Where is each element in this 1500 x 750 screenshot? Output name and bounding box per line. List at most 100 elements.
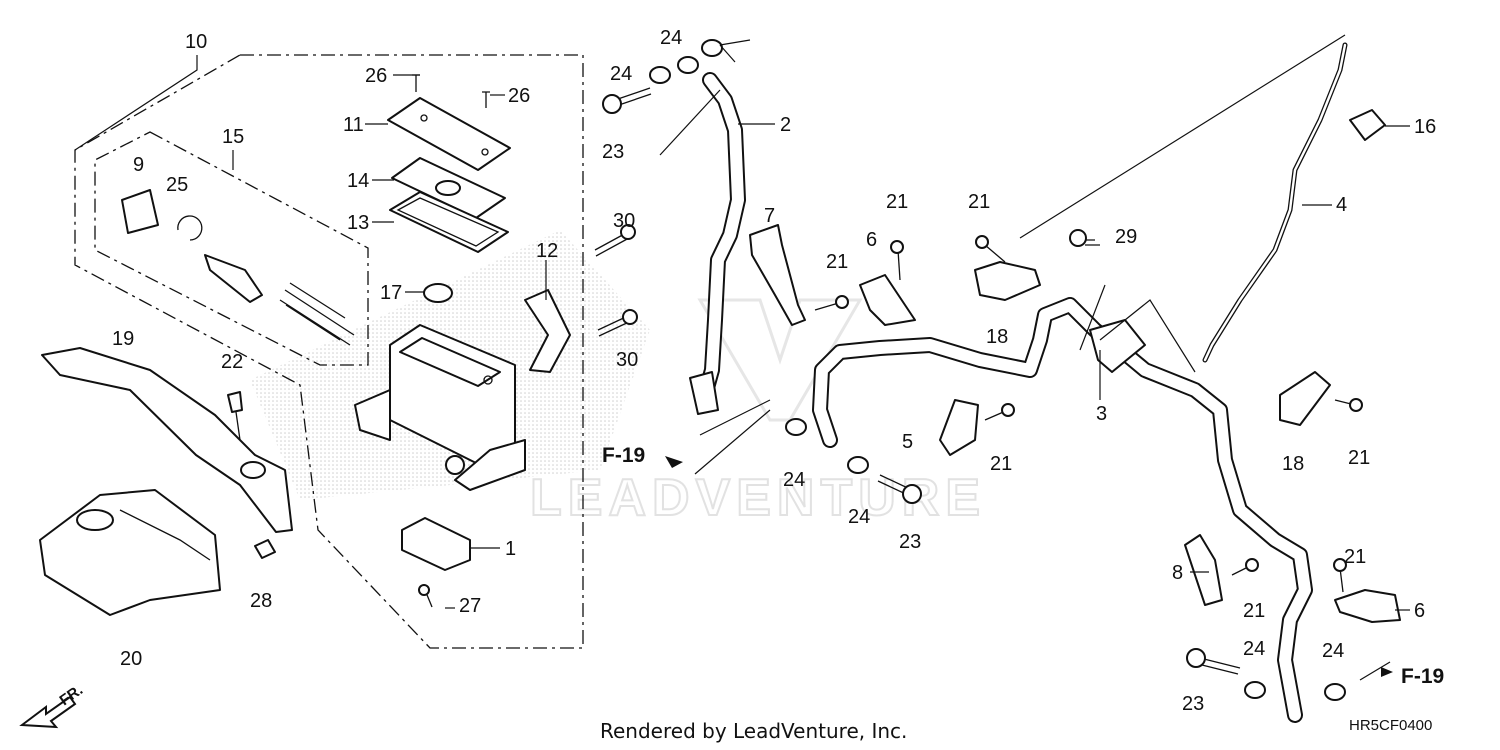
- callout-2: 2: [780, 114, 791, 136]
- cap-plate-boss: [435, 180, 461, 196]
- callout-21b: 21: [826, 251, 848, 273]
- callout-21e: 21: [1348, 447, 1370, 469]
- callout-21a: 21: [886, 191, 908, 213]
- piston-assembly: [204, 254, 263, 303]
- clamp-6: [859, 274, 916, 326]
- bolt-21-head: [835, 295, 849, 309]
- callout-15: 15: [222, 126, 244, 148]
- bolt-21-head: [1349, 398, 1363, 412]
- callout-18b: 18: [1282, 453, 1304, 475]
- callout-22: 22: [221, 351, 243, 373]
- screw-27-head: [418, 584, 430, 596]
- reservoir-cap-11: [387, 97, 511, 171]
- diaphragm-13: [389, 191, 509, 253]
- cover-edge: [119, 509, 211, 561]
- callout-6a: 6: [866, 229, 877, 251]
- callout-6b: 6: [1414, 600, 1425, 622]
- watermark-logo: [697, 298, 863, 422]
- circlip-25: [177, 215, 203, 241]
- callout-7: 7: [764, 205, 775, 227]
- callout-24c: 24: [783, 469, 805, 491]
- brake-hose-3: [812, 297, 1313, 723]
- callout-30a: 30: [613, 210, 635, 232]
- callout-21f: 21: [1243, 600, 1265, 622]
- callout-18a: 18: [986, 326, 1008, 348]
- bolt-21-head: [1001, 403, 1015, 417]
- clamp-18: [1279, 371, 1331, 426]
- cover-boss: [76, 509, 114, 531]
- pivot-bolt-22: [227, 391, 243, 413]
- front-arrow-icon: [19, 695, 77, 729]
- callout-24e: 24: [1243, 638, 1265, 660]
- callout-19: 19: [112, 328, 134, 350]
- callout-21d: 21: [990, 453, 1012, 475]
- callout-24d: 24: [848, 506, 870, 528]
- holder-12: [524, 289, 571, 373]
- lever-pivot: [240, 461, 266, 479]
- bolt-21-head: [890, 240, 904, 254]
- clamp-18: [974, 261, 1041, 301]
- callout-12: 12: [536, 240, 558, 262]
- pivot-bolt-shank: [235, 411, 241, 441]
- bolt-21-head: [1245, 558, 1259, 572]
- callout-17: 17: [380, 282, 402, 304]
- stop-switch-1: [401, 517, 471, 571]
- callout-25: 25: [166, 174, 188, 196]
- washer-24: [1244, 681, 1266, 699]
- screw-26: [412, 74, 420, 92]
- clamp-5: [939, 399, 979, 456]
- reference-f19-right[interactable]: F-19: [1401, 665, 1444, 688]
- bolt-21: [897, 249, 901, 281]
- brake-lever-19: [41, 347, 293, 533]
- washer-24: [847, 456, 869, 474]
- master-cylinder-body: [354, 324, 526, 491]
- reference-f19-left[interactable]: F-19: [602, 444, 645, 467]
- bolt-23-head: [1186, 648, 1206, 668]
- bolt-23-head: [902, 484, 922, 504]
- callout-20: 20: [120, 648, 142, 670]
- brake-hose-2: [689, 72, 746, 415]
- callout-4: 4: [1336, 194, 1347, 216]
- clip-16: [1349, 109, 1386, 141]
- kit-outline-15: [94, 131, 369, 366]
- bolt-21: [984, 244, 1006, 263]
- front-direction-indicator: FR.: [19, 681, 86, 729]
- bolt-23-head: [602, 94, 622, 114]
- washer-24: [785, 418, 807, 436]
- boot-17: [423, 283, 453, 303]
- washer-24: [1324, 683, 1346, 701]
- bolt-30-head: [620, 224, 636, 240]
- washer-24: [649, 66, 671, 84]
- nut-28: [254, 539, 276, 559]
- brake-pipe-4: [1202, 42, 1348, 363]
- leader-lines: [74, 34, 1410, 681]
- callout-24b: 24: [610, 63, 632, 85]
- callout-5: 5: [902, 431, 913, 453]
- diaphragm-inner: [396, 197, 500, 247]
- callout-1: 1: [505, 538, 516, 560]
- boot-9: [121, 189, 159, 234]
- clamp-6: [1334, 589, 1401, 623]
- washer-24: [677, 56, 699, 74]
- callout-9: 9: [133, 154, 144, 176]
- callout-26a: 26: [365, 65, 387, 87]
- watermark: LEADVENTURE: [250, 230, 981, 528]
- callout-11: 11: [343, 114, 364, 136]
- callout-10: 10: [185, 31, 207, 53]
- kit-outline-10: [74, 54, 584, 649]
- bolt-30-head: [622, 309, 638, 325]
- callout-28: 28: [250, 590, 272, 612]
- callout-29: 29: [1115, 226, 1137, 248]
- callouts: 1 2 3 4 5 6 6 7 8 9 10 11 12 13 14 15 16…: [112, 27, 1436, 715]
- bolt-29-head: [1069, 229, 1087, 247]
- callout-30b: 30: [616, 349, 638, 371]
- bolt-21: [1339, 567, 1344, 593]
- callout-23a: 23: [602, 141, 624, 163]
- bracket-7: [749, 224, 806, 326]
- callout-27: 27: [459, 595, 481, 617]
- spring: [279, 282, 355, 346]
- screw-26: [482, 91, 490, 108]
- bracket-8: [1184, 534, 1223, 606]
- callout-24f: 24: [1322, 640, 1344, 662]
